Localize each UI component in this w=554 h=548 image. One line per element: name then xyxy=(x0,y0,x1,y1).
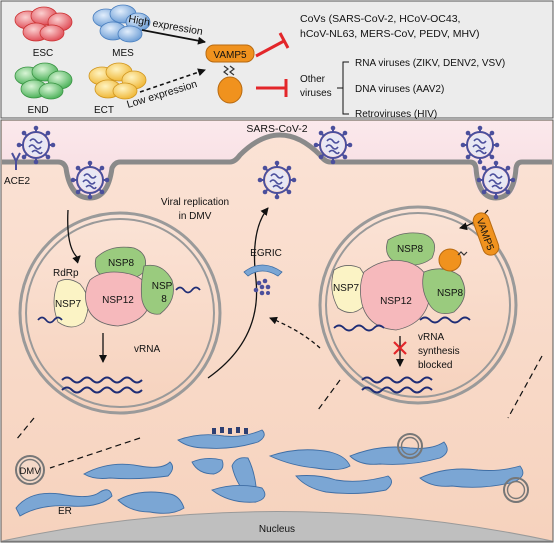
vamp5-linker-dmv xyxy=(457,251,468,256)
label-sars-cov-2: SARS-CoV-2 xyxy=(246,123,307,135)
label-esc: ESC xyxy=(33,48,54,59)
vrna-strand xyxy=(61,376,143,384)
egric-cup xyxy=(243,264,283,277)
label-left-nsp7: NSP7 xyxy=(55,299,82,310)
zoom-line-right-b xyxy=(507,355,543,419)
virus-icon xyxy=(312,124,354,166)
label-left-nsp8: NSP8 xyxy=(108,258,135,269)
label-mes: MES xyxy=(112,48,134,59)
low-expression-arrow xyxy=(139,68,206,93)
virus-icon-exiting xyxy=(256,159,298,201)
label-right-nsp7: NSP7 xyxy=(333,283,360,294)
label-viral-replication-1: Viral replication xyxy=(161,197,229,208)
virus-icon xyxy=(459,124,501,166)
right-rna-strand xyxy=(333,324,385,332)
label-covs-1: CoVs (SARS-CoV-2, HCoV-OC43, xyxy=(300,13,460,25)
label-blocked-3: blocked xyxy=(418,360,452,371)
exit-arrow xyxy=(207,207,269,379)
dmv-marker-inner xyxy=(18,458,42,482)
label-right-nsp8: NSP8 xyxy=(397,244,424,255)
zoom-line-right-a xyxy=(317,379,341,411)
label-blocked-1: vRNA xyxy=(418,332,444,343)
left-rna-strand xyxy=(37,316,63,324)
label-right-nsp12: NSP12 xyxy=(380,296,412,307)
label-vamp5-top: VAMP5 xyxy=(213,50,247,61)
ace2-receptor xyxy=(11,152,21,170)
vamp5-linker xyxy=(223,65,235,76)
left-nsp7 xyxy=(53,279,89,328)
esc-cell-cluster xyxy=(14,6,73,42)
zoom-line-left-b xyxy=(49,437,141,469)
end-cell-cluster xyxy=(14,62,73,100)
block-x-icon xyxy=(393,341,407,355)
vamp5-box xyxy=(205,44,255,63)
mes-cell-cluster xyxy=(92,4,151,43)
label-ect: ECT xyxy=(94,105,114,116)
left-dmv-inner xyxy=(25,218,215,408)
left-rna-strand-2 xyxy=(175,286,201,294)
left-nsp12 xyxy=(85,271,151,327)
label-retroviruses: Retroviruses (HIV) xyxy=(355,109,437,120)
label-dna-viruses: DNA viruses (AAV2) xyxy=(355,84,444,95)
label-viral-replication-2: in DMV xyxy=(179,211,212,222)
high-expression-arrow xyxy=(141,29,206,45)
label-right-nsp8b: NSP8 xyxy=(437,288,464,299)
left-nsp8-right xyxy=(140,264,174,315)
dmv-vesicle-inner xyxy=(400,436,420,456)
virus-icon-endocytosed xyxy=(69,159,111,201)
label-left-nsp12: NSP12 xyxy=(102,295,134,306)
inhibit-covs xyxy=(255,32,290,58)
label-other-2: viruses xyxy=(300,88,332,99)
right-vrna-strand xyxy=(361,386,433,394)
top-panel xyxy=(0,0,554,119)
label-other-1: Other xyxy=(300,74,326,85)
dmv-vesicle-inner xyxy=(506,480,526,500)
right-nsp8-top xyxy=(386,232,436,266)
virus-icon xyxy=(15,124,57,166)
ect-cell-cluster xyxy=(88,62,147,100)
label-rdrp: RdRp xyxy=(53,268,79,279)
label-blocked-2: synthesis xyxy=(418,346,460,357)
vamp5-body xyxy=(217,76,243,104)
right-nsp12 xyxy=(360,259,431,331)
extracellular-space xyxy=(2,121,552,200)
label-egric: EGRIC xyxy=(250,248,282,259)
label-ace2: ACE2 xyxy=(4,176,31,187)
right-vrna-strand xyxy=(361,376,433,384)
vrna-strand xyxy=(61,386,143,394)
label-dmv: DMV xyxy=(19,466,41,477)
right-rna-strand-2 xyxy=(419,316,471,324)
entry-arrow-left xyxy=(67,209,81,264)
label-nucleus: Nucleus xyxy=(259,524,295,535)
zoom-line-left-a xyxy=(15,417,35,441)
label-end: END xyxy=(27,105,48,116)
label-er: ER xyxy=(58,506,72,517)
bracket xyxy=(337,61,349,115)
virus-icon-endocytosed-right xyxy=(475,159,517,201)
egric-vesicle xyxy=(253,278,271,296)
dmv-vesicle xyxy=(397,433,423,459)
endoplasmic-reticulum xyxy=(15,429,524,517)
ribosomes xyxy=(212,427,248,434)
vamp5-box-dmv xyxy=(472,212,500,256)
inhibit-other-viruses xyxy=(256,79,288,97)
label-rna-viruses: RNA viruses (ZIKV, DENV2, VSV) xyxy=(355,58,505,69)
label-left-nsp8b-2: 8 xyxy=(161,294,167,305)
nucleus xyxy=(1,511,553,542)
right-dmv-inner xyxy=(325,212,511,398)
label-covs-2: hCoV-NL63, MERS-CoV, PEDV, MHV) xyxy=(300,28,480,40)
label-left-nsp8b-1: NSP xyxy=(152,281,173,292)
dmv-vesicle xyxy=(503,477,529,503)
vamp5-body-dmv xyxy=(438,248,462,272)
label-vrna: vRNA xyxy=(134,344,160,355)
